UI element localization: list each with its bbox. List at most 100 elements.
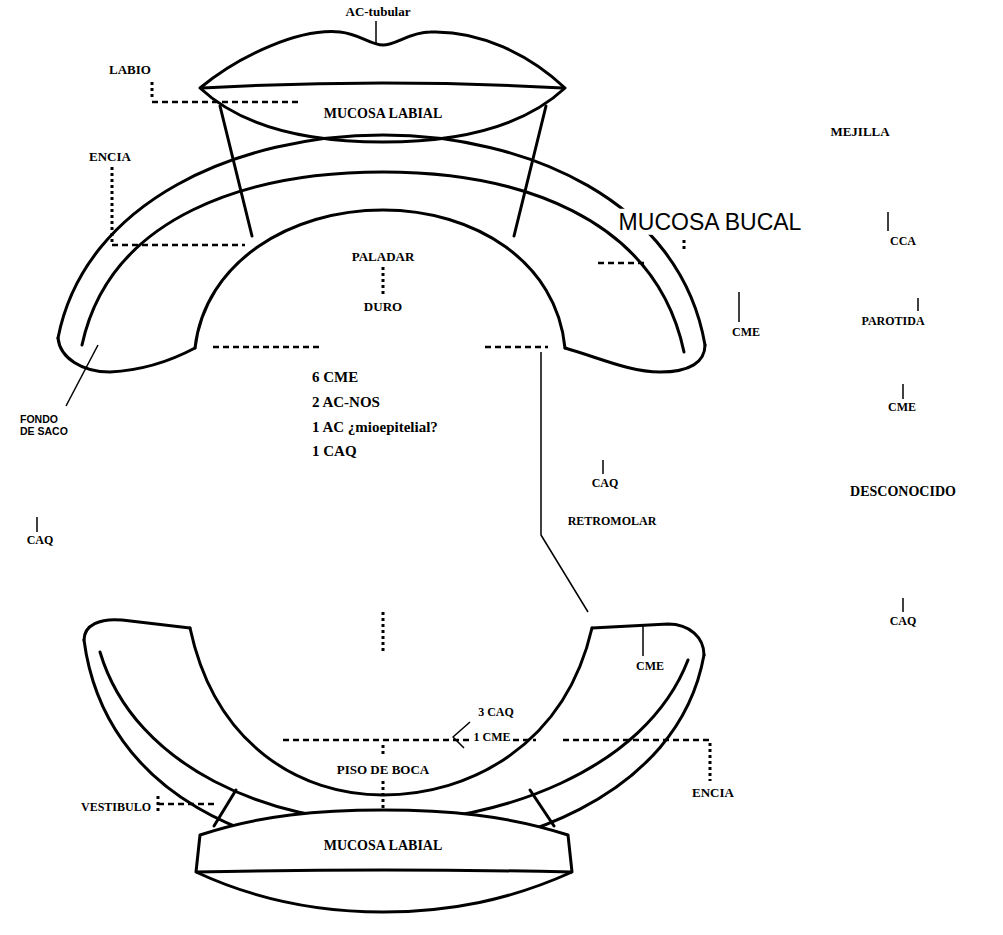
tick-line	[902, 598, 904, 612]
part-label: MEJILLA	[830, 125, 889, 140]
tick-line	[738, 292, 740, 322]
tick-line	[902, 384, 904, 399]
case-count: 1 AC ¿mioepitelial?	[312, 419, 438, 436]
part-label: CME	[732, 326, 760, 340]
part-label: FONDO DE SACO	[20, 413, 74, 437]
arch-outline	[82, 172, 684, 352]
part-label: CAQ	[592, 477, 619, 491]
dashed-leaders	[112, 102, 710, 804]
part-label: MEJILLA	[830, 125, 889, 140]
dashed-leader	[563, 739, 710, 742]
lower-lip-shape	[196, 810, 572, 912]
part-label: CAQ	[27, 534, 54, 548]
part-label: LABIO	[109, 63, 151, 78]
part-label: CCA	[890, 235, 916, 249]
part-label: CME	[634, 660, 666, 674]
part-label: AC-tubular	[345, 5, 410, 20]
dotted-leader	[382, 267, 385, 296]
part-label: RETROMOLAR	[568, 515, 657, 529]
part-label: PALADAR	[352, 250, 415, 265]
arch-outline	[190, 628, 592, 795]
upper-lip-shape	[200, 32, 565, 142]
part-label: LABIO	[109, 63, 151, 78]
case-count: 2 AC-NOS	[312, 394, 380, 411]
part-label: DURO	[364, 300, 402, 315]
leader-line	[66, 345, 98, 406]
part-label: DURO	[364, 300, 402, 315]
case-count: 6 CME	[312, 369, 358, 386]
part-label: PAROTIDA	[861, 315, 924, 329]
lip-side	[214, 790, 236, 826]
part-label: 1 CME	[472, 731, 513, 745]
lower-lip-shape	[190, 804, 576, 916]
part-label: MUCOSA BUCAL	[617, 209, 804, 235]
part-label: ENCIA	[89, 150, 131, 165]
dotted-leader	[382, 745, 385, 757]
part-label: CCA	[890, 235, 916, 249]
part-label: 1 CME	[472, 731, 513, 745]
case-count: 1 CAQ	[312, 443, 357, 460]
part-label: DESCONOCIDO	[850, 484, 956, 500]
leader-line	[541, 352, 588, 612]
dotted-leader	[683, 240, 686, 250]
dashed-leader	[485, 346, 548, 349]
part-label: PALADAR	[352, 250, 415, 265]
tick-line	[36, 517, 38, 532]
part-label: CAQ	[890, 615, 917, 629]
part-label: CME	[888, 401, 916, 415]
dashed-leader	[598, 262, 645, 265]
dotted-leader	[111, 167, 114, 243]
arch-end	[592, 624, 704, 655]
upper-lip-shape	[195, 20, 570, 148]
arch-outline	[58, 135, 705, 345]
bracket	[453, 722, 470, 748]
dashed-leader	[158, 803, 216, 806]
part-label: ENCIA	[89, 150, 131, 165]
dashed-leader	[213, 346, 320, 349]
lip-line	[196, 870, 572, 872]
labial-mucosa-region: MUCOSA LABIAL	[190, 804, 576, 916]
dotted-leader	[382, 781, 385, 808]
dotted-leader	[709, 743, 712, 781]
tick-line	[917, 298, 919, 311]
part-label: CAQ	[592, 477, 619, 491]
part-label: PAROTIDA	[861, 315, 924, 329]
labial-mucosa-region: MUCOSA LABIAL	[195, 20, 570, 148]
arch-end	[58, 338, 195, 372]
part-label: VESTIBULO	[81, 801, 151, 815]
lip-side	[220, 106, 252, 236]
tick-line	[602, 460, 604, 474]
region-name: MUCOSA LABIAL	[324, 838, 443, 854]
part-label: CAQ	[890, 615, 917, 629]
part-label: 3 CAQ	[478, 706, 514, 720]
part-label: AC-tubular	[345, 5, 410, 20]
part-label: MUCOSA BUCAL	[617, 209, 804, 235]
ticks	[37, 21, 918, 748]
case-count: 1 CAQ	[312, 443, 357, 460]
part-label: ENCIA	[692, 786, 734, 801]
lip-line	[202, 83, 563, 88]
case-count: 6 CME	[312, 369, 358, 386]
part-label: FONDO DE SACO	[20, 413, 74, 437]
part-label: CME	[888, 401, 916, 415]
arch-end	[84, 620, 190, 640]
tick-line	[887, 212, 889, 231]
lip-side	[514, 106, 546, 236]
tick-line	[642, 625, 644, 656]
part-label: DESCONOCIDO	[850, 484, 956, 500]
dotted-leader	[151, 82, 154, 100]
upper-arch	[58, 106, 705, 372]
case-count: 2 AC-NOS	[312, 394, 380, 411]
dotted-leader	[157, 796, 160, 812]
part-label: CAQ	[27, 534, 54, 548]
region-name: MUCOSA LABIAL	[324, 106, 443, 122]
part-label: 3 CAQ	[478, 706, 514, 720]
tick-line	[375, 21, 377, 44]
arch-end	[565, 345, 705, 372]
part-label: PISO DE BOCA	[337, 763, 429, 778]
part-label: PISO DE BOCA	[337, 763, 429, 778]
dotted-leaders	[112, 82, 710, 812]
part-label: CME	[732, 326, 760, 340]
